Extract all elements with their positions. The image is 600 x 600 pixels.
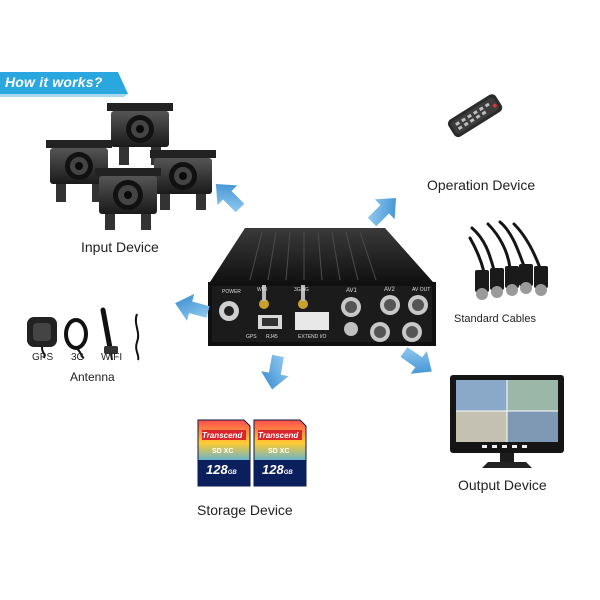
sd-card-icon [197, 419, 251, 487]
3g-antenna-icon [64, 318, 88, 359]
gps-antenna-icon [27, 317, 57, 359]
input-device-label: Input Device [81, 239, 159, 255]
arrow-to-storage [261, 354, 289, 390]
sd-card-capacity: 128GB [262, 462, 293, 477]
output-device-label: Output Device [458, 477, 547, 493]
monitor-icon [450, 375, 564, 468]
port-label-av2: AV2 [384, 287, 395, 293]
standard-cables-label: Standard Cables [454, 313, 536, 325]
sd-card-brand: Transcend [258, 431, 299, 440]
sd-card-type: SD XC [268, 448, 290, 455]
arrow-to-output [400, 347, 432, 374]
wifi-antenna-icon [100, 307, 118, 361]
remote-control-icon [447, 94, 503, 138]
operation-device-label: Operation Device [427, 177, 536, 193]
arrow-to-input [215, 183, 245, 213]
port-label-gps: GPS [246, 334, 257, 340]
sd-card-icon [253, 419, 307, 487]
sd-card-type: SD XC [212, 448, 234, 455]
sd-card-brand: Transcend [202, 431, 243, 440]
3g-label: 3G [71, 352, 85, 363]
gps-label: GPS [32, 352, 54, 363]
arrow-to-operation [367, 197, 397, 227]
port-label-extend: EXTEND I/O [298, 334, 327, 340]
port-label-avout: AV OUT [412, 287, 431, 293]
sd-card-capacity: 128GB [206, 462, 237, 477]
camera-icon [150, 150, 216, 210]
arrow-to-antenna [175, 293, 210, 321]
port-label-av1: AV1 [346, 288, 357, 294]
port-label-power: POWER [222, 289, 241, 295]
camera-icon [46, 140, 112, 202]
wifi-label: WIFI [101, 352, 123, 363]
cables-icon [468, 220, 548, 300]
port-label-wifi: WIFI [257, 287, 268, 293]
whip-antenna-icon [134, 313, 140, 361]
port-label-rj45: RJ45 [266, 334, 278, 340]
port-label-3g: 3G/4G [294, 287, 309, 293]
antenna-label: Antenna [70, 370, 115, 384]
banner-title: How it works? [5, 74, 103, 90]
mobile-dvr-unit [208, 228, 436, 346]
storage-device-label: Storage Device [197, 502, 293, 518]
antenna-group [27, 307, 140, 361]
camera-group [46, 103, 216, 230]
camera-icon [95, 168, 161, 230]
